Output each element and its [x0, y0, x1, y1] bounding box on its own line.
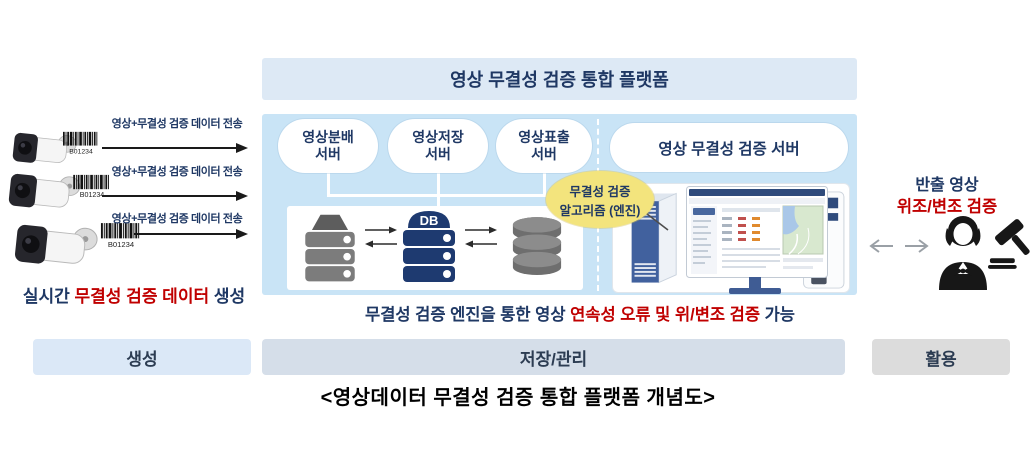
data-flow-arrows: [464, 224, 498, 250]
engine-ellipse: 무결성 검증 알고리즘 (엔진): [546, 171, 654, 228]
db-label: DB: [420, 213, 439, 228]
server-ellipse-display: 영상표출 서버: [496, 119, 592, 173]
monitor-stand: [749, 277, 761, 289]
cctv-camera-icon: [14, 216, 102, 278]
database-cylinder-icon: [510, 215, 564, 279]
barcode-number: B01234: [69, 148, 93, 155]
db-server-icon: DB: [398, 208, 460, 290]
engine-note-pre: 무결성 검증 엔진을 통한 영상: [365, 306, 571, 324]
stage-bar-generation: 생성: [33, 339, 251, 375]
connector-line: [437, 196, 440, 207]
cctv-camera-icon: [8, 166, 84, 220]
barcode-number: B01234: [80, 191, 105, 199]
realtime-caption-highlight: 무결성 검증 데이터: [74, 287, 210, 306]
transmission-arrow: [102, 143, 248, 153]
judge-person-icon: [934, 212, 992, 292]
platform-title-band: 영상 무결성 검증 통합 플랫폼: [262, 58, 857, 100]
export-caption-line1: 반출 영상: [915, 177, 979, 194]
connector-line: [437, 171, 440, 196]
barcode-icon: B01234: [72, 174, 112, 199]
realtime-caption: 실시간 무결성 검증 데이터 생성: [6, 282, 262, 307]
transmission-label: 영상+무결성 검증 데이터 전송: [111, 118, 243, 130]
server-ellipse-label: 영상분배 서버: [302, 128, 354, 163]
transmission-label: 영상+무결성 검증 데이터 전송: [111, 166, 243, 178]
verification-server-label: 영상 무결성 검증 서버: [658, 140, 800, 158]
server-ellipse-label: 영상표출 서버: [518, 128, 570, 163]
export-caption-line2: 위조/변조 검증: [896, 197, 998, 216]
platform-title: 영상 무결성 검증 통합 플랫폼: [450, 70, 669, 90]
barcode-icon: B01234: [62, 131, 100, 155]
stage-label: 생성: [126, 349, 158, 369]
engine-note-post: 가능: [760, 306, 795, 324]
data-flow-arrows: [364, 224, 398, 250]
realtime-caption-post: 생성: [209, 287, 246, 306]
transmission-arrow: [134, 229, 248, 239]
transmission-arrow: [102, 191, 248, 201]
server-ellipse-distribution: 영상분배 서버: [278, 119, 378, 173]
stage-label: 활용: [925, 349, 957, 369]
barcode-number: B01234: [108, 240, 135, 249]
engine-note-highlight: 연속성 오류 및 위/변조 검증: [570, 306, 761, 324]
connector-line: [327, 194, 546, 197]
barcode-icon: B01234: [100, 222, 142, 249]
monitor-dashboard-icon: [686, 186, 828, 278]
engine-label: 무결성 검증 알고리즘 (엔진): [559, 184, 641, 218]
server-ellipse-storage: 영상저장 서버: [388, 119, 488, 173]
server-ellipse-label: 영상저장 서버: [412, 128, 464, 163]
bidirectional-arrow-icon: [866, 236, 932, 256]
stage-label: 저장/관리: [519, 349, 588, 369]
gavel-icon: [988, 216, 1032, 270]
figure-caption: <영상데이터 무결성 검증 통합 플랫폼 개념도>: [320, 387, 716, 409]
monitor-base: [729, 288, 781, 294]
server-rack-icon: [300, 211, 360, 289]
stage-bar-storage-management: 저장/관리: [262, 339, 845, 375]
transmission-label: 영상+무결성 검증 데이터 전송: [111, 213, 243, 225]
engine-note: 무결성 검증 엔진을 통한 영상 연속성 오류 및 위/변조 검증 가능: [300, 301, 860, 325]
connector-line: [327, 171, 330, 196]
stage-bar-utilization: 활용: [872, 339, 1010, 375]
export-caption: 반출 영상 위조/변조 검증: [862, 176, 1032, 218]
connector-line: [543, 171, 546, 196]
verification-server-pill: 영상 무결성 검증 서버: [610, 123, 848, 172]
realtime-caption-pre: 실시간: [22, 287, 75, 306]
cctv-camera-icon: [12, 126, 80, 174]
